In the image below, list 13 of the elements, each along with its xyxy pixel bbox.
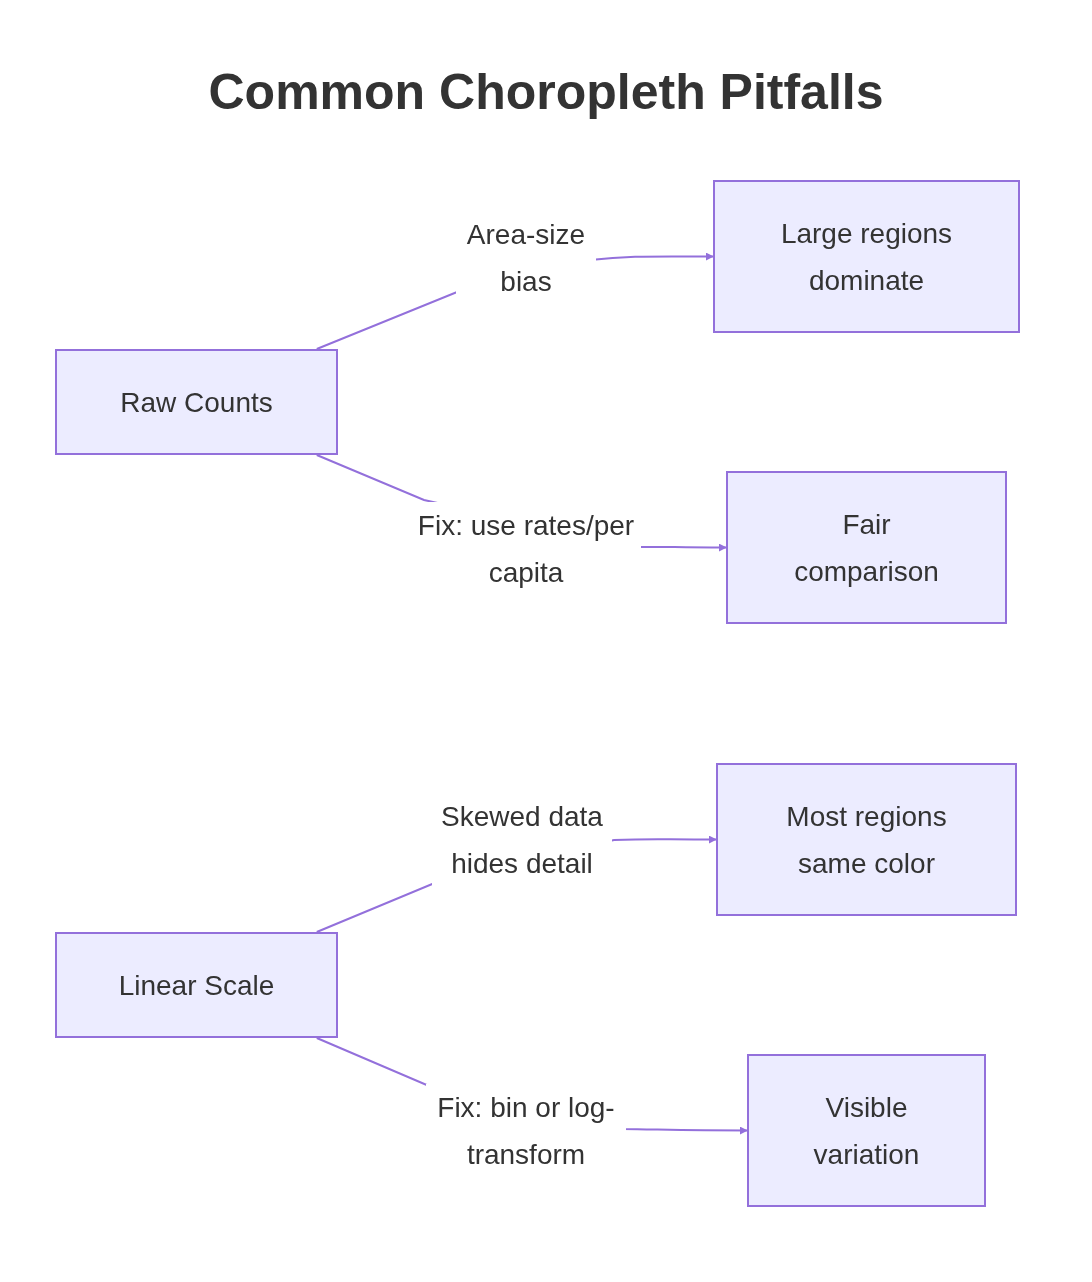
node-label: Visible variation	[812, 1090, 921, 1172]
process-box	[726, 471, 1007, 624]
node-label: Fair comparison	[793, 507, 940, 589]
process-box	[747, 1054, 986, 1207]
process-box	[716, 763, 1017, 916]
node-label: Most regions same color	[785, 799, 948, 881]
node-label: Linear Scale	[117, 968, 276, 1003]
node-label: Large regions dominate	[779, 216, 954, 298]
node-label: Raw Counts	[119, 385, 274, 420]
process-box	[713, 180, 1020, 333]
process-box	[55, 349, 338, 455]
process-box	[55, 932, 338, 1038]
diagram-title: Common Choropleth Pitfalls	[208, 63, 884, 122]
